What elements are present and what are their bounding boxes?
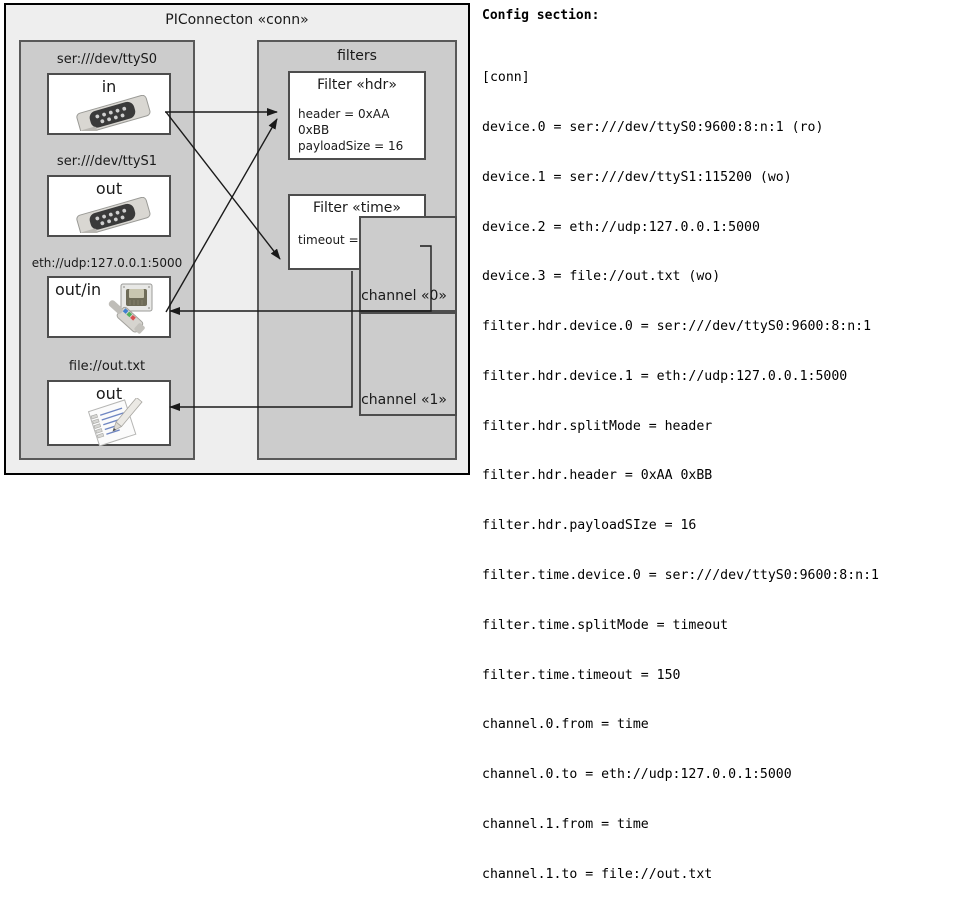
filters-panel: filters Filter «hdr» header = 0xAA 0xBB …	[257, 40, 457, 460]
diagram-title: PIConnecton «conn»	[165, 12, 309, 28]
config-line: channel.0.to = eth://udp:127.0.0.1:5000	[482, 767, 792, 783]
channel-label-0: channel «0»	[361, 288, 447, 304]
device-io-ttys0: in	[101, 77, 117, 96]
config-line: device.0 = ser:///dev/ttyS0:9600:8:n:1 (…	[482, 119, 824, 135]
config-line: filter.time.timeout = 150	[482, 667, 681, 683]
config-section: Config section: [conn] device.0 = ser://…	[482, 8, 960, 916]
config-line: device.3 = file://out.txt (wo)	[482, 269, 721, 285]
ethernet-jack-icon	[103, 282, 169, 338]
channel-box-1[interactable]: channel «1»	[359, 312, 457, 416]
diagram-container: PIConnecton «conn» ser:///dev/ttyS0 in	[4, 3, 470, 475]
config-line: device.1 = ser:///dev/ttyS1:115200 (wo)	[482, 169, 792, 185]
device-label-ttys0: ser:///dev/ttyS0	[56, 52, 158, 67]
device-io-ttys1: out	[95, 179, 123, 198]
config-line: [conn]	[482, 70, 530, 86]
config-line: filter.time.splitMode = timeout	[482, 617, 729, 633]
channel-label-1: channel «1»	[361, 392, 447, 408]
config-line: filter.hdr.payloadSIze = 16	[482, 518, 697, 534]
config-line: channel.0.from = time	[482, 717, 649, 733]
config-line: filter.hdr.splitMode = header	[482, 418, 713, 434]
device-box-file[interactable]: out	[47, 380, 171, 447]
config-line: device.2 = eth://udp:127.0.0.1:5000	[482, 219, 760, 235]
config-line: filter.hdr.header = 0xAA 0xBB	[482, 468, 713, 484]
device-label-file: file://out.txt	[68, 359, 146, 374]
filter-props-hdr: header = 0xAA 0xBB payloadSize = 16	[298, 106, 424, 154]
config-line: filter.time.device.0 = ser:///dev/ttyS0:…	[482, 568, 879, 583]
channel-box-0[interactable]: channel «0»	[359, 216, 457, 312]
filter-prop: header = 0xAA 0xBB	[298, 107, 390, 137]
filter-box-hdr[interactable]: Filter «hdr» header = 0xAA 0xBB payloadS…	[288, 71, 426, 160]
notepad-pencil-icon	[83, 396, 147, 447]
device-io-file: out	[95, 384, 123, 403]
filter-prop: payloadSize = 16	[298, 139, 404, 153]
device-box-ttys0[interactable]: in	[47, 73, 171, 138]
devices-panel: ser:///dev/ttyS0 in	[19, 40, 195, 460]
filter-title-time: Filter «time»	[313, 200, 401, 216]
serial-db9-icon	[71, 94, 155, 138]
device-label-eth: eth://udp:127.0.0.1:5000	[31, 256, 183, 270]
device-label-ttys1: ser:///dev/ttyS1	[56, 154, 158, 169]
filters-panel-title: filters	[337, 48, 377, 64]
config-line: channel.1.from = time	[482, 816, 649, 832]
config-body: [conn] device.0 = ser:///dev/ttyS0:9600:…	[482, 37, 960, 916]
config-line: filter.hdr.device.1 = eth://udp:127.0.0.…	[482, 368, 848, 384]
screenshot-root: PIConnecton «conn» ser:///dev/ttyS0 in	[4, 3, 879, 882]
device-box-eth[interactable]: out/in	[47, 276, 171, 338]
config-line: channel.1.to = file://out.txt	[482, 866, 713, 882]
config-heading: Config section:	[482, 8, 600, 23]
serial-db9-icon	[71, 196, 155, 240]
filter-title-hdr: Filter «hdr»	[317, 77, 397, 93]
device-io-eth: out/in	[55, 280, 102, 299]
device-box-ttys1[interactable]: out	[47, 175, 171, 240]
config-line: filter.hdr.device.0 = ser:///dev/ttyS0:9…	[482, 319, 872, 335]
